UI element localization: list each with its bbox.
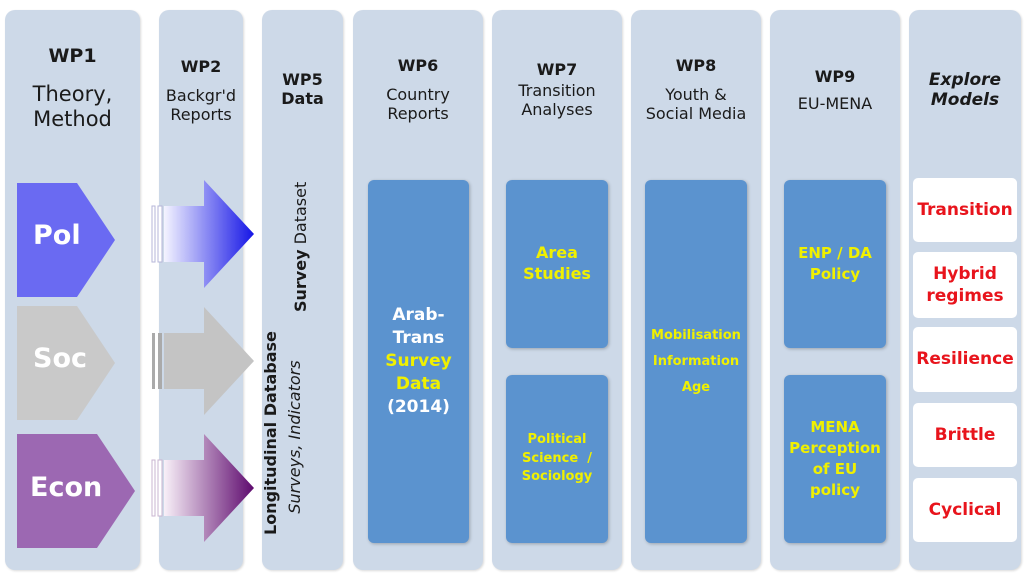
- arab-trans-survey-box: Arab- Trans Survey Data (2014): [368, 180, 469, 543]
- wp9-header: WP9 EU-MENA: [770, 67, 900, 113]
- wp7-header: WP7 Transition Analyses: [492, 60, 622, 120]
- wp6-line1: Country: [386, 85, 450, 105]
- wp7-top-line2: Studies: [523, 264, 591, 283]
- wp6-box-line3: Survey: [385, 351, 452, 372]
- wp1-line1: Theory,: [32, 81, 113, 106]
- area-studies-box: Area Studies: [506, 180, 608, 348]
- model-hybrid-line2: regimes: [926, 286, 1004, 306]
- wp8-title: WP8: [675, 56, 717, 75]
- model-brittle-label: Brittle: [934, 424, 996, 445]
- wp7-line1: Transition: [518, 81, 596, 101]
- wp5-column: [262, 10, 343, 570]
- wp2-header: WP2 Backgr'd Reports: [159, 57, 243, 125]
- soc-arrow-shape: [17, 306, 115, 420]
- explore-header: Explore Models: [909, 70, 1021, 111]
- purple-striped-arrow-icon: [151, 434, 254, 542]
- survey-dataset-label: Survey Dataset: [291, 182, 311, 312]
- wp6-box-line2: Trans: [392, 328, 445, 349]
- wp6-box-line4: Data: [395, 373, 442, 394]
- pol-arrow-shape: [17, 183, 115, 297]
- mena-perception-box: MENA Perception of EU policy: [784, 375, 886, 543]
- wp9-bottom-line4: policy: [809, 481, 860, 499]
- soc-arrow-label: Soc: [33, 343, 87, 374]
- wp8-box-line1: Mobilisation: [651, 327, 741, 343]
- enp-da-policy-box: ENP / DA Policy: [784, 180, 886, 348]
- wp8-box-line2: Information: [652, 353, 740, 369]
- wp7-bottom-line2: Science /: [522, 450, 592, 466]
- wp2-line2: Reports: [170, 105, 232, 125]
- wp8-line2: Social Media: [645, 104, 747, 124]
- model-hybrid-regimes-box: Hybrid regimes: [913, 252, 1017, 318]
- wp5-line1: Data: [281, 89, 324, 109]
- political-science-box: Political Science / Sociology: [506, 375, 608, 543]
- model-transition-box: Transition: [913, 178, 1017, 242]
- wp5-title: WP5: [282, 70, 323, 89]
- model-cyclical-label: Cyclical: [928, 499, 1002, 520]
- model-cyclical-box: Cyclical: [913, 478, 1017, 542]
- wp1-line2: Method: [33, 106, 112, 131]
- mobilisation-box: Mobilisation Information Age: [645, 180, 747, 543]
- wp7-bottom-line3: Sociology: [521, 469, 593, 485]
- surveys-indicators-text: Surveys, Indicators: [285, 360, 304, 514]
- wp6-header: WP6 Country Reports: [353, 56, 483, 124]
- wp2-line1: Backgr'd: [165, 86, 237, 106]
- survey-bold-text: Survey: [291, 249, 310, 312]
- wp6-box-line5: (2014): [387, 396, 450, 417]
- survey-dataset-text: Dataset: [291, 181, 310, 245]
- wp9-title: WP9: [814, 67, 856, 86]
- wp7-line2: Analyses: [521, 100, 593, 120]
- wp8-header: WP8 Youth & Social Media: [631, 56, 761, 124]
- wp7-top-line1: Area: [536, 243, 578, 263]
- pol-arrow-label: Pol: [33, 220, 81, 251]
- wp6-title: WP6: [397, 56, 439, 75]
- wp6-box-line1: Arab-: [392, 305, 445, 326]
- wp8-line1: Youth &: [665, 85, 727, 105]
- model-resilience-label: Resilience: [916, 349, 1014, 370]
- wp7-title: WP7: [536, 60, 578, 79]
- wp9-bottom-line1: MENA: [810, 418, 860, 436]
- wp1-title: WP1: [48, 45, 97, 67]
- wp9-line1: EU-MENA: [797, 94, 873, 114]
- model-resilience-box: Resilience: [913, 327, 1017, 392]
- model-brittle-box: Brittle: [913, 403, 1017, 467]
- longitudinal-bold-text: Longitudinal Database: [261, 331, 280, 535]
- model-hybrid-line1: Hybrid: [933, 263, 997, 284]
- surveys-indicators-label: Surveys, Indicators: [285, 357, 305, 517]
- wp7-bottom-line1: Political: [527, 431, 587, 447]
- wp9-top-line2: Policy: [809, 265, 861, 283]
- blue-striped-arrow-icon: [151, 180, 254, 288]
- wp9-bottom-line3: of EU: [812, 460, 858, 478]
- gray-striped-arrow-icon: [152, 307, 254, 415]
- wp9-bottom-line2: Perception: [789, 439, 881, 457]
- explore-line2: Models: [930, 90, 1000, 111]
- econ-arrow-shape: [17, 434, 135, 548]
- econ-arrow-label: Econ: [30, 472, 103, 503]
- wp8-box-line3: Age: [681, 379, 711, 395]
- wp2-title: WP2: [180, 57, 222, 76]
- longitudinal-database-label: Longitudinal Database: [261, 331, 281, 535]
- explore-line1: Explore: [928, 70, 1002, 90]
- wp6-line2: Reports: [387, 104, 449, 124]
- wp9-top-line1: ENP / DA: [798, 244, 872, 262]
- wp1-header: WP1 Theory, Method: [5, 45, 140, 132]
- model-transition-label: Transition: [917, 199, 1013, 220]
- wp5-header: WP5 Data: [262, 70, 343, 108]
